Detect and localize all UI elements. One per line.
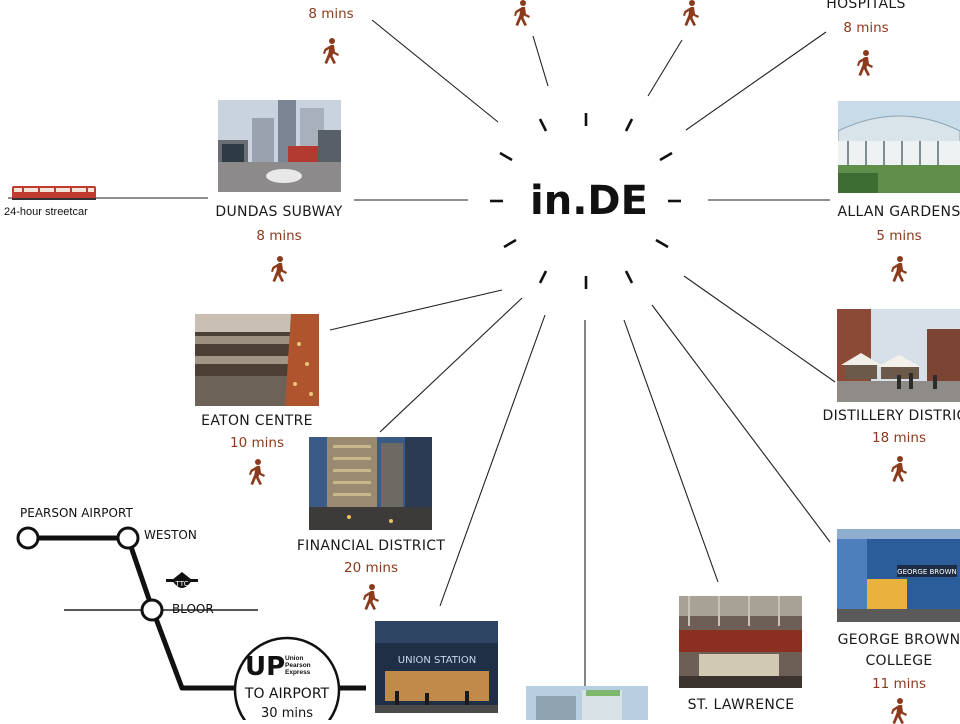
walking-person-icon [511, 0, 533, 26]
time-financial-district: 20 mins [344, 560, 398, 576]
walking-person-icon [360, 584, 382, 610]
inde-logo: in.DE [530, 178, 648, 224]
line-stlawrence [624, 320, 718, 582]
up-brand-text: Union Pearson Express [285, 655, 311, 676]
label-hospitals: HOSPITALS [826, 0, 905, 12]
station-pearson [18, 528, 38, 548]
time-george-brown: 11 mins [872, 676, 926, 692]
george-brown-sign-text: GEORGE BROWN [897, 568, 957, 576]
time-allan-gardens: 5 mins [876, 228, 921, 244]
line-top-1 [533, 36, 548, 86]
up-brand-line-3: Express [285, 669, 311, 676]
svg-text:TTC: TTC [175, 580, 189, 588]
label-allan-gardens: ALLAN GARDENS [837, 204, 960, 220]
walking-person-icon [854, 50, 876, 76]
station-weston [118, 528, 138, 548]
streetcar-caption: 24-hour streetcar [4, 206, 88, 218]
time-eaton-centre: 10 mins [230, 435, 284, 451]
walking-person-icon [320, 38, 342, 64]
walking-person-icon [680, 0, 702, 26]
up-brand-line-1: Union [285, 655, 311, 662]
line-financial [380, 298, 522, 432]
line-georgebrown [652, 305, 830, 542]
station-label-bloor: BLOOR [172, 602, 214, 616]
line-top-left [372, 20, 498, 122]
station-label-weston: WESTON [144, 528, 197, 542]
station-bloor [142, 600, 162, 620]
walking-person-icon [888, 456, 910, 482]
label-distillery-district: DISTILLERY DISTRICT [823, 408, 960, 424]
walking-person-icon [268, 256, 290, 282]
label-st-lawrence: ST. LAWRENCE [688, 697, 795, 713]
walking-person-icon [888, 698, 910, 724]
photo-st-lawrence-market [679, 596, 802, 688]
union-station-sign-text: UNION STATION [398, 655, 476, 666]
photo-union-station: UNION STATION [375, 621, 498, 713]
photo-eaton-centre [195, 314, 319, 406]
up-brand-line-2: Pearson [285, 662, 311, 669]
label-dundas-subway: DUNDAS SUBWAY [215, 204, 342, 220]
up-to-airport-time: 30 mins [261, 706, 313, 721]
walking-person-icon [246, 459, 268, 485]
time-distillery-district: 18 mins [872, 430, 926, 446]
time-hospitals: 8 mins [843, 20, 888, 36]
streetcar-icon [12, 183, 96, 201]
label-financial-district: FINANCIAL DISTRICT [297, 538, 445, 554]
up-to-airport: TO AIRPORT [245, 686, 329, 702]
line-top-2 [648, 40, 682, 96]
time-dundas-subway: 8 mins [256, 228, 301, 244]
line-eaton [330, 290, 502, 330]
walking-person-icon [888, 256, 910, 282]
photo-waterfront [526, 686, 648, 720]
photo-distillery-district [837, 309, 960, 402]
label-george-brown-line2: COLLEGE [865, 653, 932, 669]
photo-allan-gardens [838, 101, 960, 193]
label-george-brown-line1: GEORGE BROWN [838, 632, 960, 648]
line-hospitals [686, 32, 826, 130]
photo-george-brown-college: GEORGE BROWN [837, 529, 960, 622]
time-top-left: 8 mins [308, 6, 353, 22]
label-eaton-centre: EATON CENTRE [201, 413, 313, 429]
photo-financial-district [309, 437, 432, 530]
line-distillery [684, 276, 835, 382]
photo-dundas-subway [218, 100, 341, 192]
line-union [440, 315, 545, 606]
up-logo-text: UP [245, 652, 285, 682]
ttc-logo-icon: TTC [166, 572, 198, 588]
station-label-pearson: PEARSON AIRPORT [20, 506, 133, 520]
